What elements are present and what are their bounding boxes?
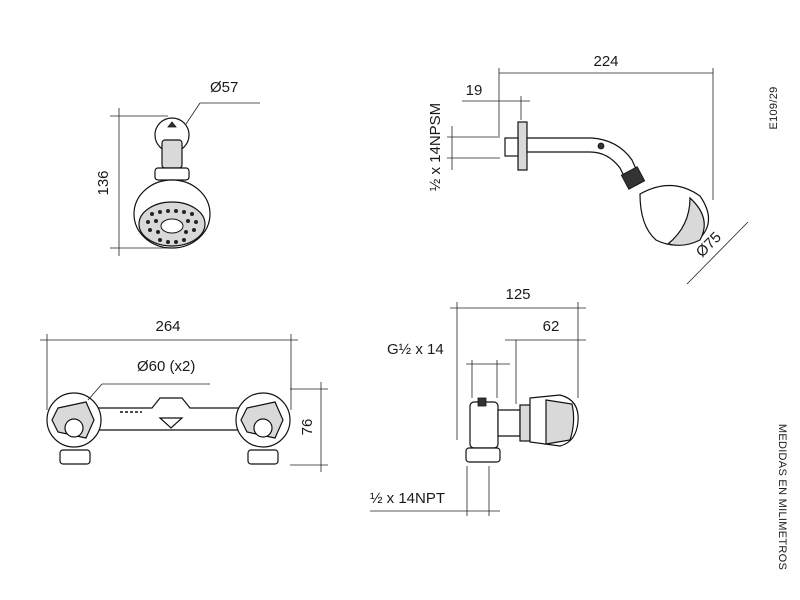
valve-side-view xyxy=(465,394,579,463)
dim-valve-depth: 125 xyxy=(505,286,530,303)
dim-valve-handle-depth: 62 xyxy=(543,318,560,335)
showerhead-front-view xyxy=(133,117,211,249)
dim-arm-thread: ½ x 14NPSM xyxy=(427,103,444,191)
mixer-left-handle xyxy=(46,392,102,465)
dim-arm-offset: 19 xyxy=(466,82,483,99)
dim-valve-thread-top: G½ x 14 xyxy=(387,341,444,358)
mixer-dimension-lines xyxy=(40,334,328,472)
dim-valve-thread-bottom: ½ x 14NPT xyxy=(370,490,445,507)
mixer-right-handle xyxy=(235,392,291,465)
units-note: MEDIDAS EN MILIMETROS xyxy=(776,424,788,570)
shower-arm-dimension-lines xyxy=(447,68,749,285)
dim-mixer-width: 264 xyxy=(155,318,180,335)
dim-showerhead-diameter: Ø57 xyxy=(210,79,238,96)
valve-dimension-lines xyxy=(370,302,586,516)
showerhead-front-holes xyxy=(146,209,198,244)
dim-arm-length: 224 xyxy=(593,53,618,70)
dim-handle-diameter: Ø60 (x2) xyxy=(137,358,195,375)
dim-mixer-height: 76 xyxy=(299,419,316,436)
dim-showerhead-height: 136 xyxy=(95,170,112,195)
shower-arm-side-view xyxy=(504,121,710,246)
drawing-code: E109/29 xyxy=(768,86,780,129)
showerhead-dimension-lines xyxy=(110,102,260,256)
mixer-front-view xyxy=(46,392,291,465)
